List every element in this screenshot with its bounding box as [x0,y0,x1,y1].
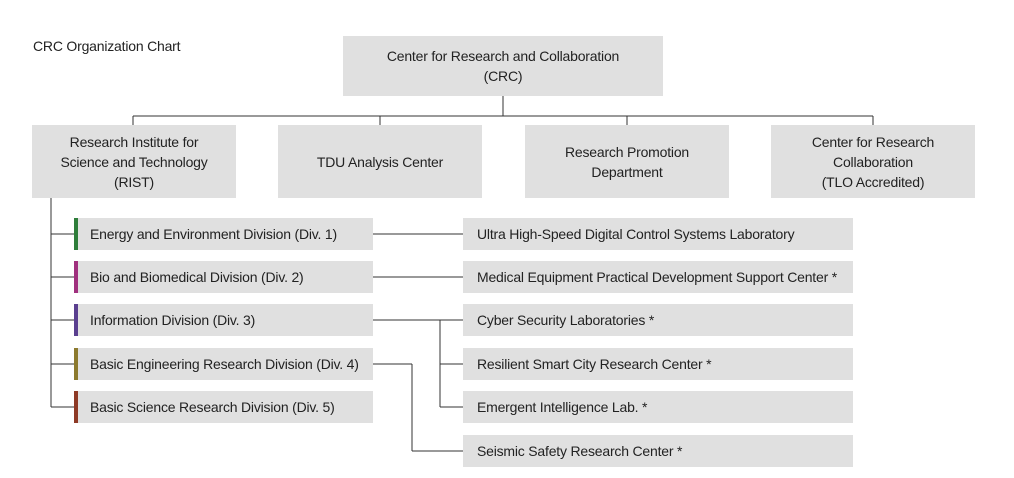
center-box: Emergent Intelligence Lab. * [463,391,853,423]
division-4-box: Basic Engineering Research Division (Div… [74,348,373,380]
unit-line: Research Institute for [69,133,199,150]
division-label: Basic Science Research Division (Div. 5) [90,399,335,415]
center-label: Cyber Security Laboratories * [477,312,655,328]
unit-tdu-analysis-box: TDU Analysis Center [278,125,482,198]
unit-line: (TLO Accredited) [821,173,925,190]
division-5-box: Basic Science Research Division (Div. 5) [74,391,373,423]
unit-line: Science and Technology [60,153,208,170]
unit-research-promotion-box: Research Promotion Department [525,125,729,198]
center-box: Medical Equipment Practical Development … [463,261,853,293]
division-3-box: Information Division (Div. 3) [74,304,373,336]
division-label: Energy and Environment Division (Div. 1) [90,226,337,242]
unit-rist-box: Research Institute for Science and Techn… [32,125,236,198]
crc-root-box: Center for Research and Collaboration (C… [343,36,663,96]
center-label: Ultra High-Speed Digital Control Systems… [477,226,795,242]
center-box: Resilient Smart City Research Center * [463,348,853,380]
root-line2: (CRC) [483,68,523,84]
division-label: Basic Engineering Research Division (Div… [90,356,359,372]
unit-tlo-box: Center for Research Collaboration (TLO A… [771,125,975,198]
division-1-box: Energy and Environment Division (Div. 1) [74,218,373,250]
center-box: Seismic Safety Research Center * [463,435,853,467]
center-label: Seismic Safety Research Center * [477,443,683,459]
unit-line: Collaboration [833,153,913,170]
center-box: Cyber Security Laboratories * [463,304,853,336]
division-label: Information Division (Div. 3) [90,312,256,328]
unit-line: Research Promotion [564,143,689,160]
unit-line: Department [591,163,663,180]
center-box: Ultra High-Speed Digital Control Systems… [463,218,853,250]
division-2-box: Bio and Biomedical Division (Div. 2) [74,261,373,293]
center-label: Medical Equipment Practical Development … [477,269,837,285]
unit-line: (RIST) [113,173,154,190]
division-label: Bio and Biomedical Division (Div. 2) [90,269,304,285]
center-label: Emergent Intelligence Lab. * [477,399,648,415]
root-line1: Center for Research and Collaboration [386,48,620,64]
unit-line: Center for Research [811,133,935,150]
unit-line: TDU Analysis Center [316,153,444,170]
chart-title: CRC Organization Chart [33,38,181,54]
center-label: Resilient Smart City Research Center * [477,356,712,372]
